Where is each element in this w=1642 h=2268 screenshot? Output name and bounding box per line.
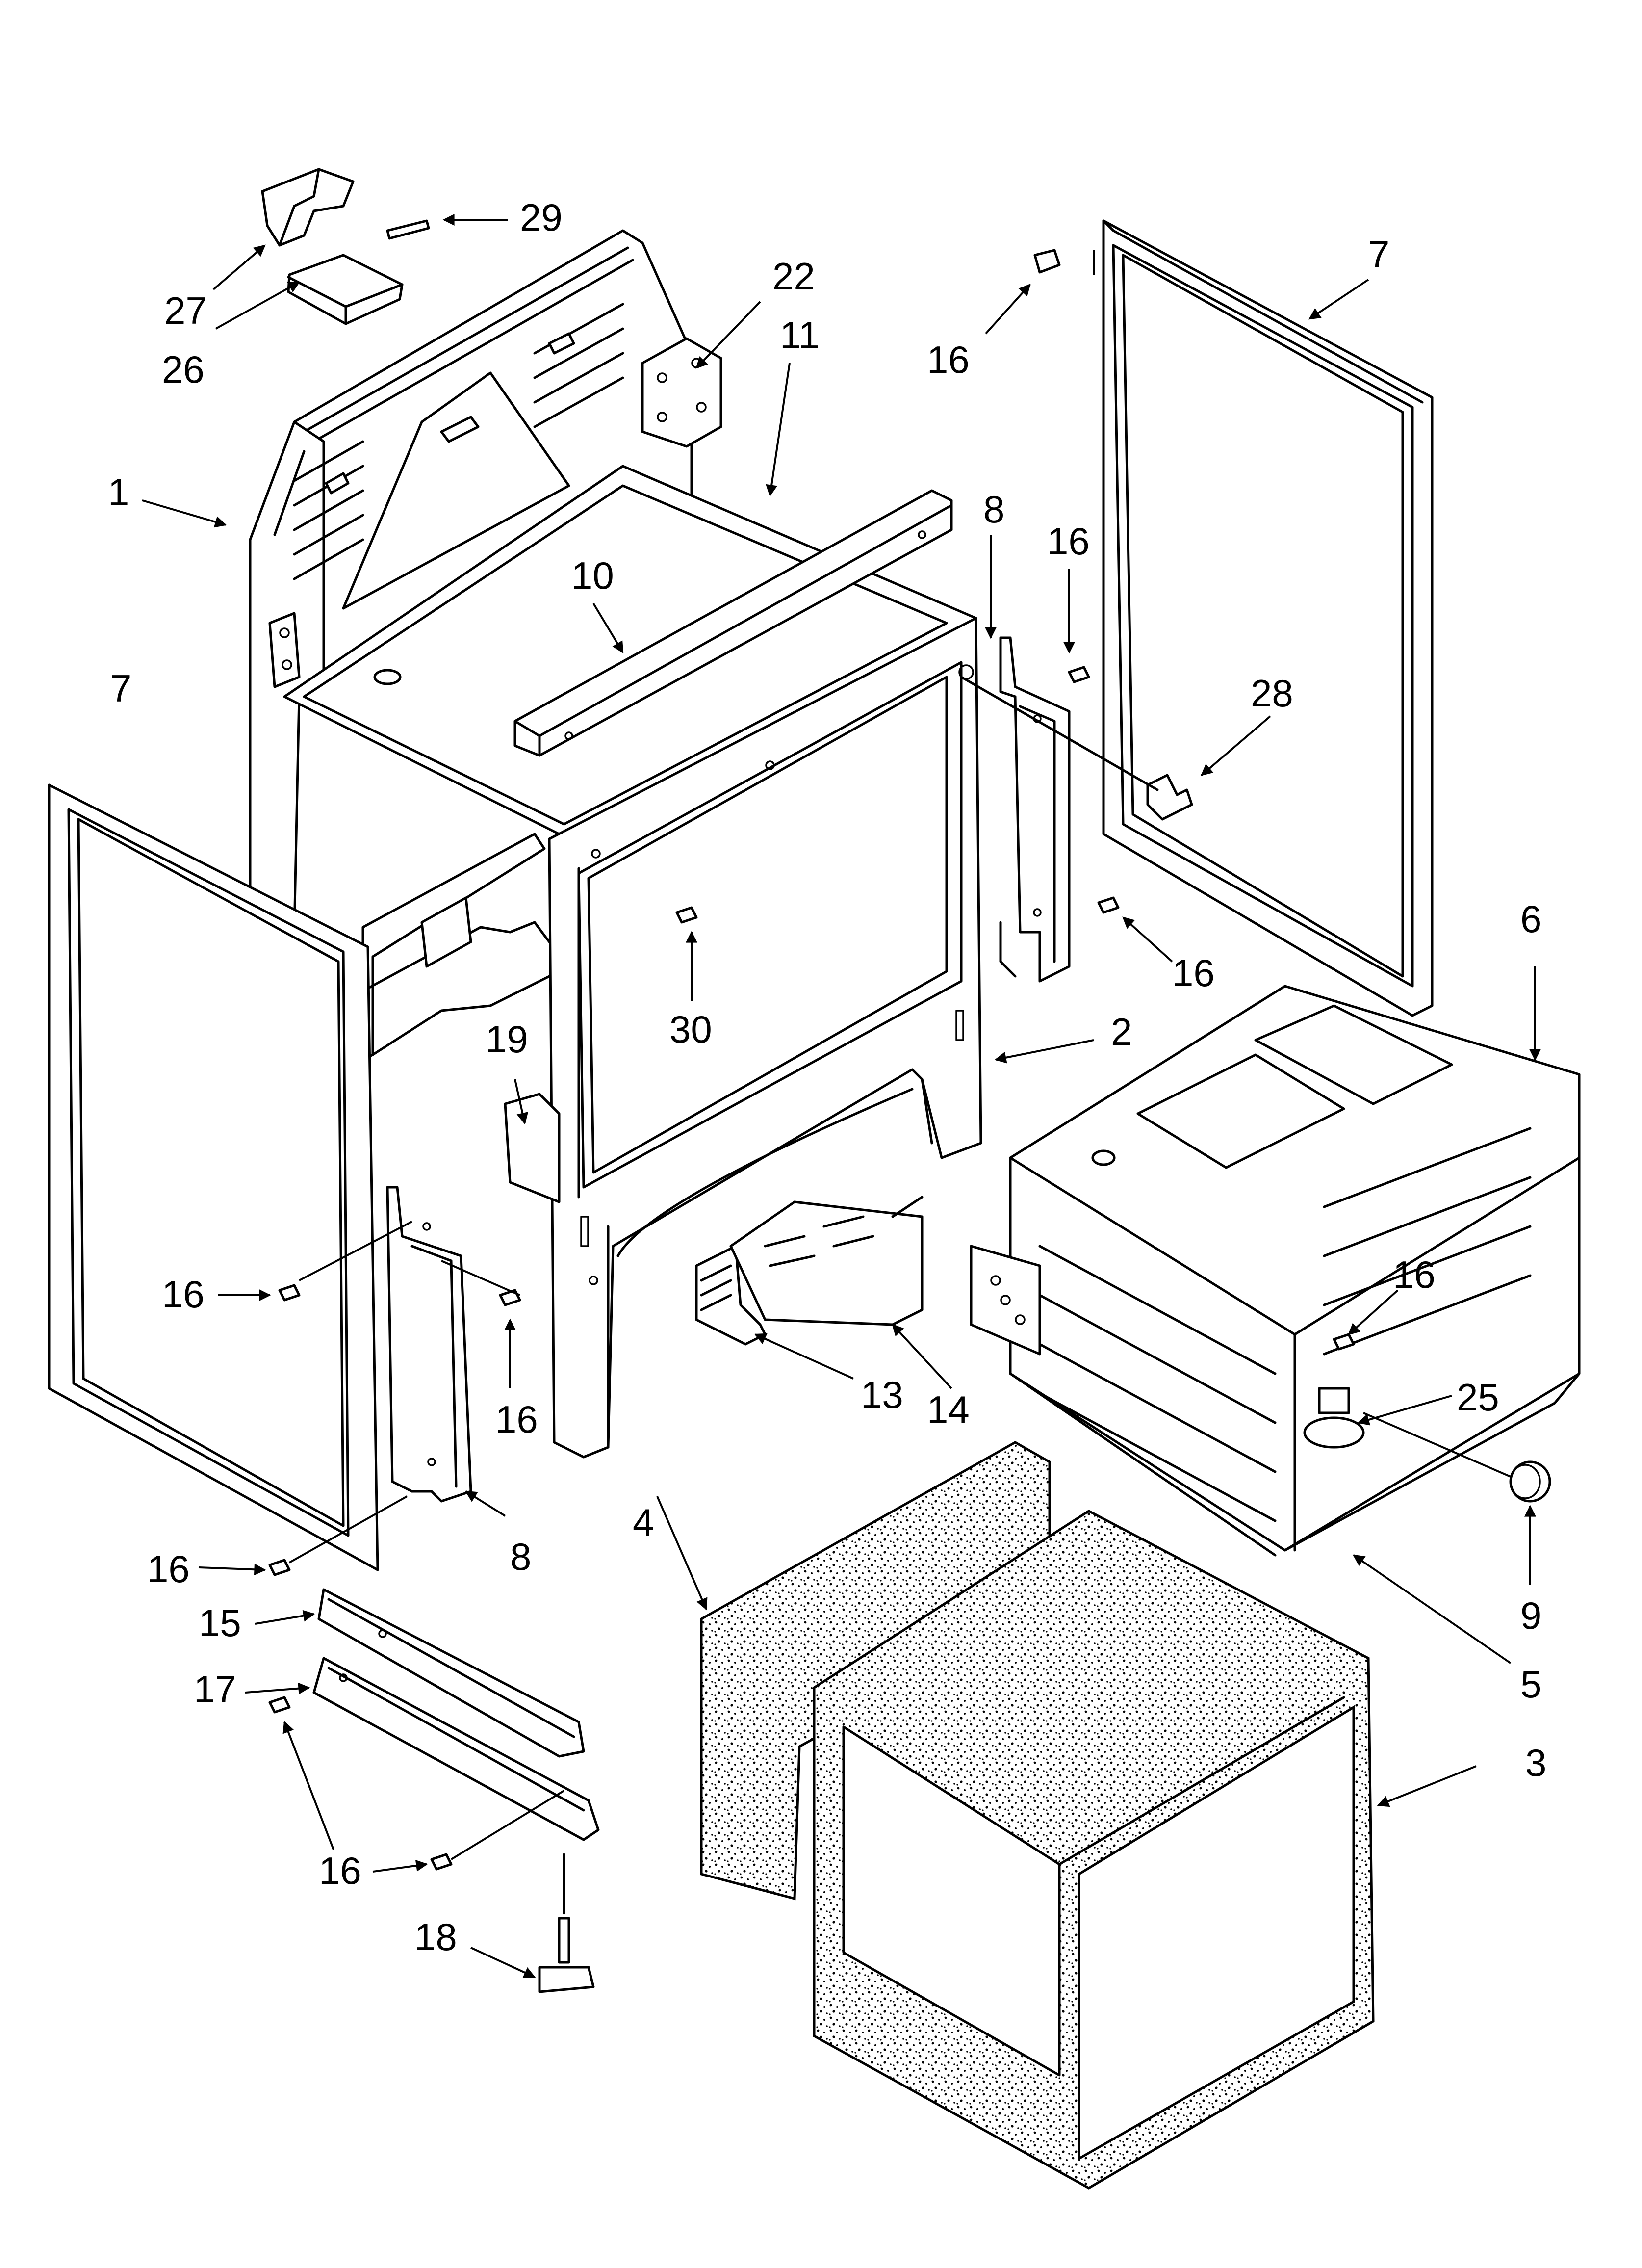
clip-part (504, 1093, 561, 1203)
callout-16-f: 16 (1393, 1253, 1436, 1296)
callout-16-d: 16 (162, 1273, 205, 1316)
callout-26: 26 (162, 348, 205, 391)
callout-25: 25 (1457, 1376, 1499, 1419)
callout-17: 17 (194, 1668, 236, 1711)
callout-4: 4 (633, 1501, 654, 1544)
cabinet-frame-part (249, 229, 982, 1459)
callout-16-c: 16 (1172, 951, 1215, 994)
callout-1: 1 (108, 470, 129, 514)
callout-16-g: 16 (147, 1547, 190, 1590)
side-panel-left-part (48, 783, 379, 1571)
callout-13: 13 (861, 1373, 903, 1416)
callout-14: 14 (927, 1388, 970, 1431)
cross-rail-part (513, 489, 953, 757)
callout-16-a: 16 (927, 338, 970, 381)
knob-part (1509, 1460, 1551, 1503)
oven-side-bracket-part (970, 1245, 1041, 1356)
rail-bracket-lower-part (386, 1186, 472, 1503)
callout-22: 22 (772, 255, 815, 298)
callout-16-b: 16 (1047, 520, 1090, 563)
lower-rail-2-part (312, 1657, 600, 1841)
callout-9: 9 (1520, 1594, 1541, 1637)
callout-27: 27 (164, 289, 207, 332)
callout-3: 3 (1525, 1741, 1546, 1784)
insulation-wrap-part (813, 1510, 1375, 2190)
bolt-part (960, 676, 1193, 821)
callout-16-h: 16 (319, 1849, 361, 1892)
leader-lines (142, 214, 1541, 1978)
callout-6: 6 (1520, 897, 1541, 940)
callout-19: 19 (486, 1017, 528, 1061)
callout-29: 29 (520, 196, 563, 239)
callout-18: 18 (414, 1915, 457, 1958)
callout-5: 5 (1520, 1663, 1541, 1706)
callout-8-upper: 8 (983, 488, 1004, 531)
callout-10: 10 (571, 554, 614, 597)
element-socket-part (1303, 1387, 1365, 1449)
callout-28: 28 (1251, 672, 1293, 715)
callout-7-left: 7 (110, 667, 131, 710)
pad-part (287, 254, 404, 325)
callout-11: 11 (780, 313, 820, 357)
control-box-part (729, 1196, 924, 1326)
callout-7-right: 7 (1368, 233, 1389, 276)
callout-16-e: 16 (495, 1398, 538, 1441)
callout-30: 30 (669, 1008, 712, 1051)
screw-parts (268, 249, 1355, 1871)
leveling-foot-part (538, 1853, 595, 1993)
side-panel-right-part (1102, 219, 1434, 1017)
lower-rail-part (317, 1588, 585, 1758)
trim-cap-part (261, 168, 355, 247)
callout-2: 2 (1111, 1010, 1132, 1053)
strip-part (386, 219, 430, 240)
callout-labels: 29 27 26 22 11 1 10 8 16 7 16 28 7 16 30… (108, 196, 1546, 1958)
callout-15: 15 (199, 1601, 241, 1644)
callout-8-lower: 8 (510, 1535, 531, 1578)
rail-bracket-upper-part (999, 636, 1071, 983)
oven-frame-part (1009, 985, 1581, 1557)
